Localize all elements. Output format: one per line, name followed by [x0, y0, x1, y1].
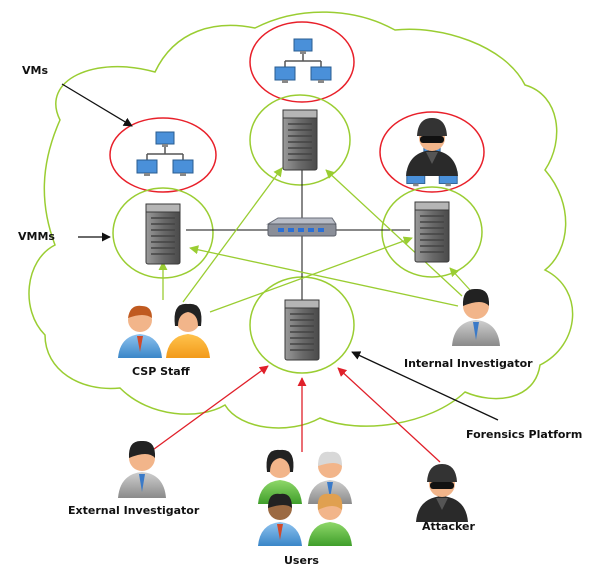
server-icon	[414, 201, 450, 263]
internal-investigator-label: Internal Investigator	[404, 357, 533, 370]
ii-to-vmm-right	[449, 267, 471, 291]
cloud-outline	[28, 11, 574, 429]
person-icon	[118, 440, 166, 498]
person-icon	[118, 305, 162, 358]
network-icon	[274, 38, 332, 84]
person-icon	[258, 449, 302, 504]
csp-to-vmm-right	[209, 236, 413, 313]
person-icon	[258, 493, 302, 546]
csp-to-vmm-top	[182, 167, 283, 303]
vms-label: VMs	[22, 64, 49, 77]
attacker-to-forensics	[337, 367, 441, 463]
vms-arrow	[61, 83, 133, 127]
network-icon	[136, 131, 194, 177]
csp-staff-label: CSP Staff	[132, 365, 190, 378]
ext-to-forensics	[149, 365, 269, 453]
person-icon	[308, 451, 352, 504]
server-icon	[282, 109, 318, 171]
vm-circle-left	[109, 117, 217, 193]
attacker-icon	[416, 464, 468, 522]
forensics-platform-label: Forensics Platform	[466, 428, 583, 441]
attacker-icon	[406, 118, 458, 176]
vm-circle-right	[379, 111, 485, 193]
attacker-label: Attacker	[422, 520, 475, 533]
external-investigator-label: External Investigator	[68, 504, 200, 517]
vmms-label: VMMs	[18, 230, 55, 243]
server-icon	[284, 299, 320, 361]
person-icon	[166, 303, 210, 358]
switch-icon	[266, 217, 337, 237]
vmm-circle-top	[249, 94, 351, 186]
forensics-arrow	[351, 351, 499, 421]
person-icon	[452, 288, 500, 346]
person-icon	[308, 493, 352, 546]
vmm-circle-right	[381, 186, 483, 278]
users-label: Users	[284, 554, 319, 567]
vm-circle-top	[249, 21, 355, 103]
ii-to-vmm-left	[189, 245, 459, 307]
ii-to-vmm-top	[325, 169, 463, 297]
server-icon	[145, 203, 181, 265]
